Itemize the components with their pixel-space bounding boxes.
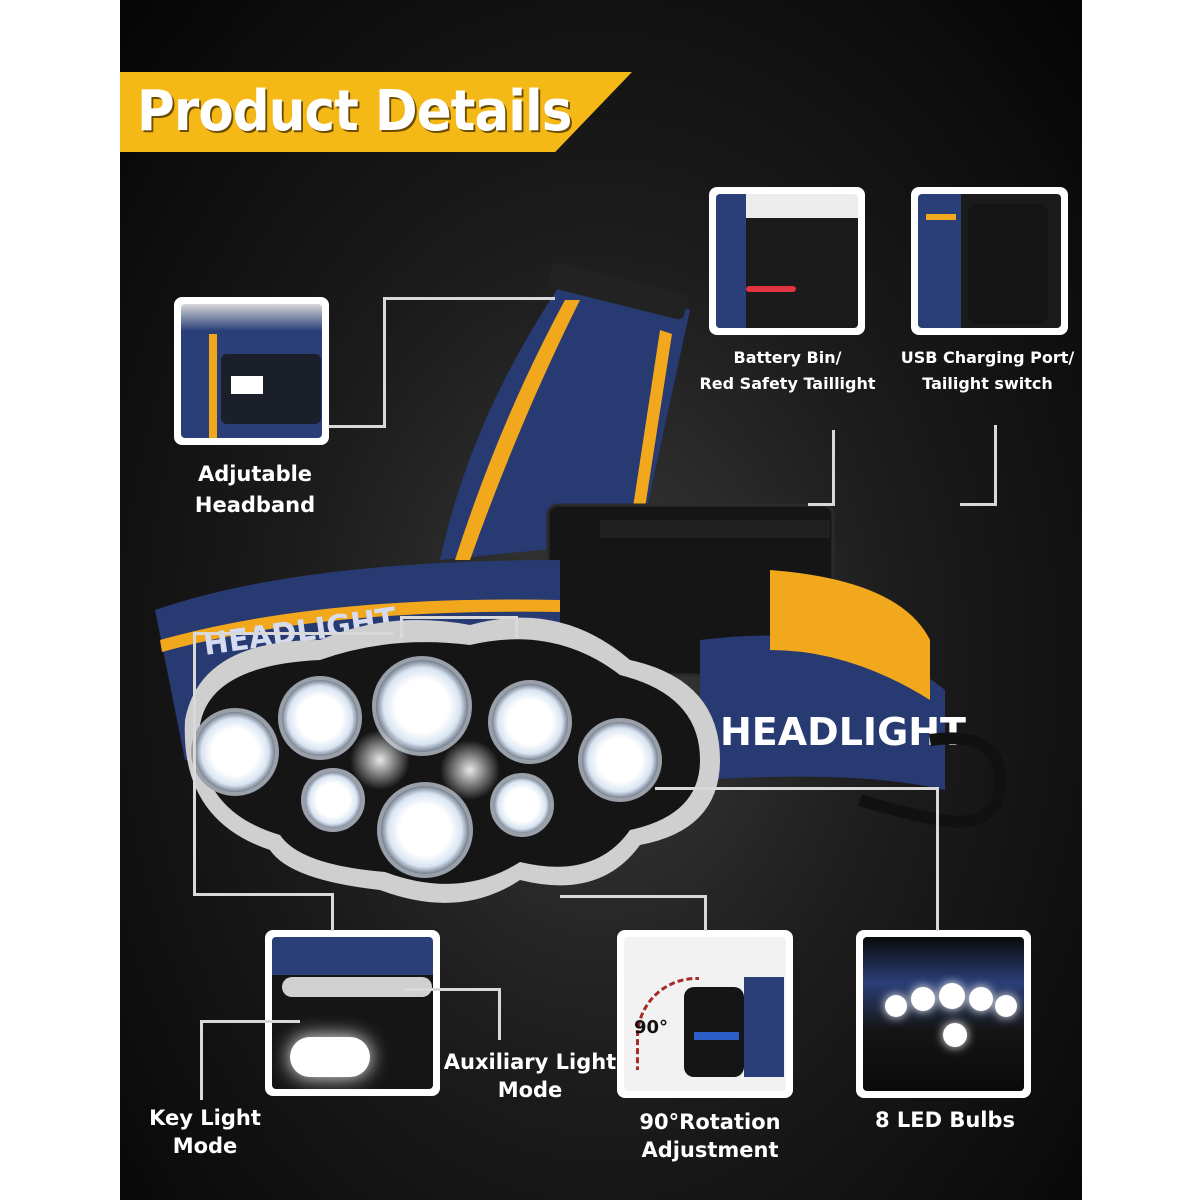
callout-line-aux-l <box>400 616 403 638</box>
callout-line-usb-v <box>994 425 997 505</box>
top-strap-stripe-2 <box>628 330 672 540</box>
label-key-light-line2: Mode <box>172 1134 238 1158</box>
top-strap-stripe <box>455 300 580 560</box>
label-battery: Battery Bin/ Red Safety Taillight <box>690 345 885 397</box>
callout-line-rotation-v <box>704 895 707 931</box>
label-headband: Adjutable Headband <box>180 460 330 519</box>
callout-line-usb-h <box>960 503 997 506</box>
photo-key-light <box>265 930 440 1096</box>
callout-line-key-top <box>193 632 393 635</box>
callout-line-headband-h <box>385 297 555 300</box>
label-led-bulbs: 8 LED Bulbs <box>860 1106 1030 1134</box>
callout-line-key-v <box>193 632 196 895</box>
callout-line-battery-h <box>808 503 835 506</box>
photo-usb-port <box>911 187 1068 335</box>
photo-battery-bin <box>709 187 865 335</box>
top-strap <box>440 280 690 560</box>
led-8 <box>490 773 554 837</box>
photo-headband <box>174 297 329 445</box>
callout-line-led-v <box>936 787 939 931</box>
label-headband-line1: Adjutable <box>197 462 313 486</box>
label-battery-line2: Red Safety Taillight <box>699 374 876 393</box>
callout-line-headband-h2 <box>329 425 386 428</box>
callout-line-key-bottom <box>193 893 333 896</box>
callout-line-aux-r <box>515 616 518 638</box>
callout-line-key-left-h <box>200 1020 300 1023</box>
label-usb-line2: Tailight switch <box>922 374 1053 393</box>
led-array <box>191 656 662 878</box>
page-title: Product Details <box>137 79 572 144</box>
label-key-light: Key Light Mode <box>135 1104 275 1160</box>
label-key-light-line1: Key Light <box>149 1106 261 1130</box>
label-led-bulbs-line1: 8 LED Bulbs <box>874 1108 1016 1132</box>
callout-line-led-h <box>655 787 939 790</box>
callout-line-key-drop <box>331 893 334 931</box>
led-5 <box>578 718 662 802</box>
photo-led-bulbs <box>856 930 1031 1098</box>
led-6 <box>301 768 365 832</box>
label-rotation-line2: Adjustment <box>641 1138 779 1162</box>
label-usb: USB Charging Port/ Tailight switch <box>895 345 1080 397</box>
side-strap-stripe <box>160 599 560 652</box>
led-2 <box>278 676 362 760</box>
title-banner <box>120 72 632 152</box>
label-auxiliary-line2: Mode <box>497 1078 563 1102</box>
rotation-angle-label: 90° <box>634 1017 669 1038</box>
label-rotation-line1: 90°Rotation <box>639 1110 781 1134</box>
label-auxiliary-line1: Auxiliary Light <box>443 1050 617 1074</box>
callout-line-key-left <box>200 1020 203 1100</box>
coiled-cable <box>858 732 1007 828</box>
callout-line-rotation-h <box>560 895 706 898</box>
buckle <box>548 262 688 320</box>
label-auxiliary-light: Auxiliary Light Mode <box>440 1048 620 1104</box>
callout-line-aux-photo-h <box>405 988 500 991</box>
callout-line-headband-v <box>383 297 386 427</box>
callout-line-aux-photo-v <box>498 988 501 1040</box>
label-battery-line1: Battery Bin/ <box>733 348 842 367</box>
label-headband-line2: Headband <box>194 493 316 517</box>
label-rotation: 90°Rotation Adjustment <box>620 1108 800 1164</box>
led-3 <box>372 656 472 756</box>
photo-rotation: 90° <box>617 930 793 1098</box>
callout-line-battery-v <box>832 430 835 505</box>
right-strap-yellow <box>770 570 930 700</box>
led-4 <box>488 680 572 764</box>
led-1 <box>191 708 279 796</box>
label-usb-line1: USB Charging Port/ <box>900 348 1075 367</box>
led-7 <box>377 782 473 878</box>
callout-line-aux-top <box>400 616 518 619</box>
strap-text-right: HEADLIGHT <box>720 710 966 754</box>
